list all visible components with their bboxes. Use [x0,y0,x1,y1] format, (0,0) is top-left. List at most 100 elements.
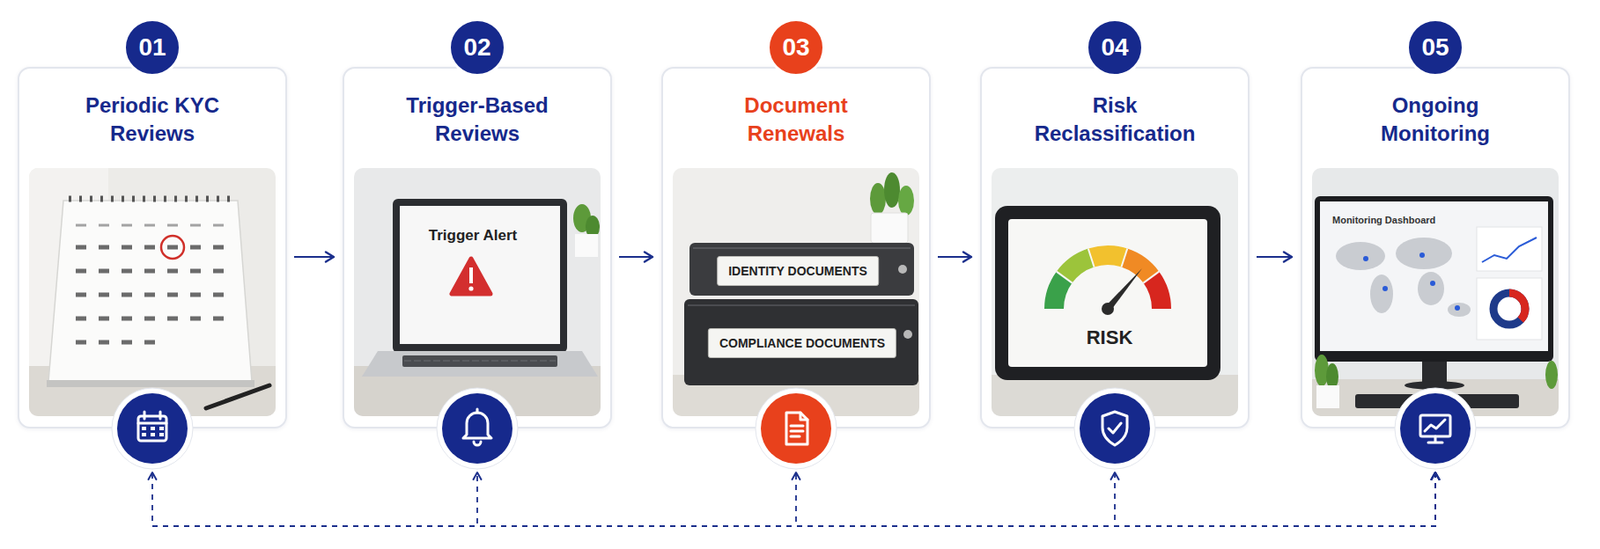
illustration-part [898,185,915,216]
illustration-part [1088,249,1095,268]
illustration-part [1142,272,1159,284]
feedback-arrow [796,472,1436,527]
illustration-part [755,388,837,470]
illustration-part [1101,302,1114,316]
illustration-part [1314,196,1554,362]
screen-label: Trigger Alert [428,227,517,245]
step-card: 04Risk ReclassificationRISK [980,66,1250,429]
illustration-part [1370,274,1394,314]
step-number: 04 [1100,35,1129,60]
illustration-part [1545,361,1558,390]
flow-arrow [937,256,972,259]
illustration-part [29,168,276,417]
illustration-part [1108,423,1121,434]
illustration-part [689,243,915,296]
illustration-part [1428,442,1443,445]
illustration-part [353,168,601,417]
step-title-block: Risk Reclassification [1026,91,1203,148]
illustration-part [75,340,168,346]
illustration-part [684,299,919,386]
illustration-part [138,412,167,442]
illustration-part [1395,237,1453,270]
step-title-block: Trigger-Based Reviews [389,91,566,148]
illustration-part [1424,420,1446,432]
illustration-part [1382,286,1388,292]
step-number-badge: 02 [448,18,507,77]
illustration-part [1142,272,1172,310]
illustration-part [1088,245,1129,267]
illustration-part [159,427,164,431]
illustration-part [141,427,147,431]
illustration-part [1400,393,1471,465]
step-number-badge: 01 [123,18,182,77]
illustration-part [1312,168,1559,417]
screen-label: Monitoring Dashboard [1332,214,1436,226]
illustration-part [672,168,920,417]
illustration-part [786,412,808,445]
illustration-part [111,388,193,470]
illustration-part [392,199,568,354]
illustration-part [1447,302,1471,318]
step-number-badge: 05 [1406,18,1465,77]
illustration-part [1008,219,1208,368]
step-title: Risk Reclassification [1026,91,1203,148]
illustration-part [1056,272,1073,284]
illustration-part [473,442,481,446]
illustration-part [75,224,236,228]
illustration-part [1363,256,1369,262]
feedback-arrow [477,472,1436,527]
illustration-part [1074,388,1156,470]
illustration-part [138,422,167,426]
illustration-part [159,412,163,420]
illustration-part [150,427,155,431]
step-card: 02Trigger-Based ReviewsTrigger Alert [342,66,612,429]
binder-label: IDENTITY DOCUMENTS [716,256,879,287]
illustration-part [29,168,276,417]
binder-label: COMPLIANCE DOCUMENTS [707,328,897,359]
illustration-part [693,247,911,250]
illustration-part [1335,242,1386,271]
illustration-part [1493,293,1526,325]
illustration-part [75,269,236,274]
flow-arrow [1256,256,1292,259]
illustration-part [404,361,556,362]
illustration-part [1079,393,1151,465]
illustration-part [800,412,808,421]
illustration-part [1419,252,1425,259]
illustration-part [1316,385,1340,409]
illustration-part [46,380,255,388]
illustration-part [48,200,252,383]
illustration-part [1434,436,1438,443]
flow-arrow [619,256,653,259]
illustration-part [760,393,832,465]
step-number-badge: 03 [766,18,826,77]
step-title: Document Renewals [707,91,885,148]
step-number: 01 [138,35,166,60]
illustration-part [1476,278,1542,340]
illustration-part [903,330,913,340]
illustration-part [75,293,236,298]
illustration-part [1102,412,1128,446]
illustration-part [399,206,561,345]
illustration-part [1430,280,1436,287]
illustration-part [1056,249,1095,284]
illustration-part [1312,168,1559,417]
step-number-badge: 04 [1085,18,1144,77]
illustration-part [790,435,800,439]
illustration-part [1493,293,1526,325]
illustration-part [75,245,236,251]
illustration-part [1454,305,1460,311]
illustration-part [1420,415,1451,437]
step-card: 05Ongoing MonitoringMonitoring Dashboard [1300,66,1571,429]
illustration-part [117,393,188,465]
illustration-part [150,433,155,437]
step-title: Periodic KYC Reviews [64,91,241,148]
illustration-part [159,433,164,437]
illustration-part [1319,201,1549,352]
illustration-part [436,388,518,470]
step-number: 03 [781,35,810,60]
step-number: 05 [1421,35,1449,60]
illustration-part [1417,272,1445,306]
illustration-part [442,393,513,465]
